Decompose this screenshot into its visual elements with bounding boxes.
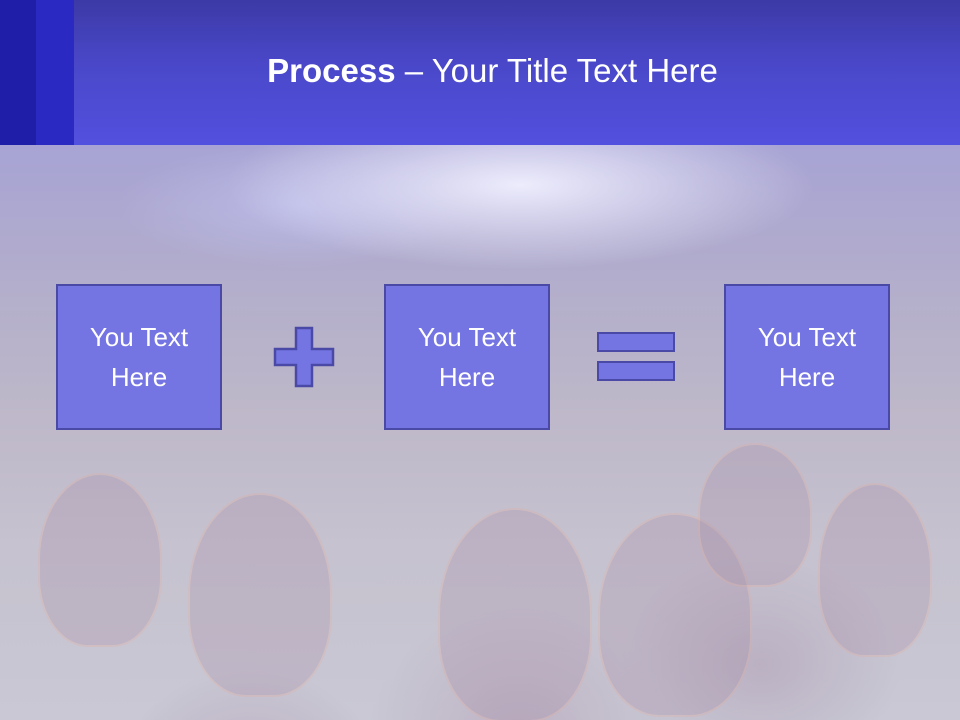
crowd-silhouette: [40, 475, 160, 645]
header-accent: [0, 0, 36, 145]
plus-icon: [273, 326, 335, 388]
equals-bar-bottom: [597, 361, 675, 381]
title-header: Process – Your Title Text Here: [0, 0, 960, 145]
header-accent: [36, 0, 74, 145]
slide-title: Process – Your Title Text Here: [0, 52, 960, 90]
process-box-1[interactable]: You Text Here: [56, 284, 222, 430]
process-box-text: You Text Here: [89, 322, 189, 392]
equals-bar-top: [597, 332, 675, 352]
crowd-silhouette: [700, 445, 810, 585]
process-box-3[interactable]: You Text Here: [724, 284, 890, 430]
process-box-text: You Text Here: [757, 322, 857, 392]
background-image: [0, 145, 960, 720]
title-text: – Your Title Text Here: [395, 52, 718, 89]
crowd-silhouette: [440, 510, 590, 720]
process-box-text: You Text Here: [417, 322, 517, 392]
crowd-silhouette: [190, 495, 330, 695]
crowd-silhouette: [820, 485, 930, 655]
crowd-silhouette: [600, 515, 750, 715]
title-bold-text: Process: [267, 52, 396, 89]
process-box-2[interactable]: You Text Here: [384, 284, 550, 430]
